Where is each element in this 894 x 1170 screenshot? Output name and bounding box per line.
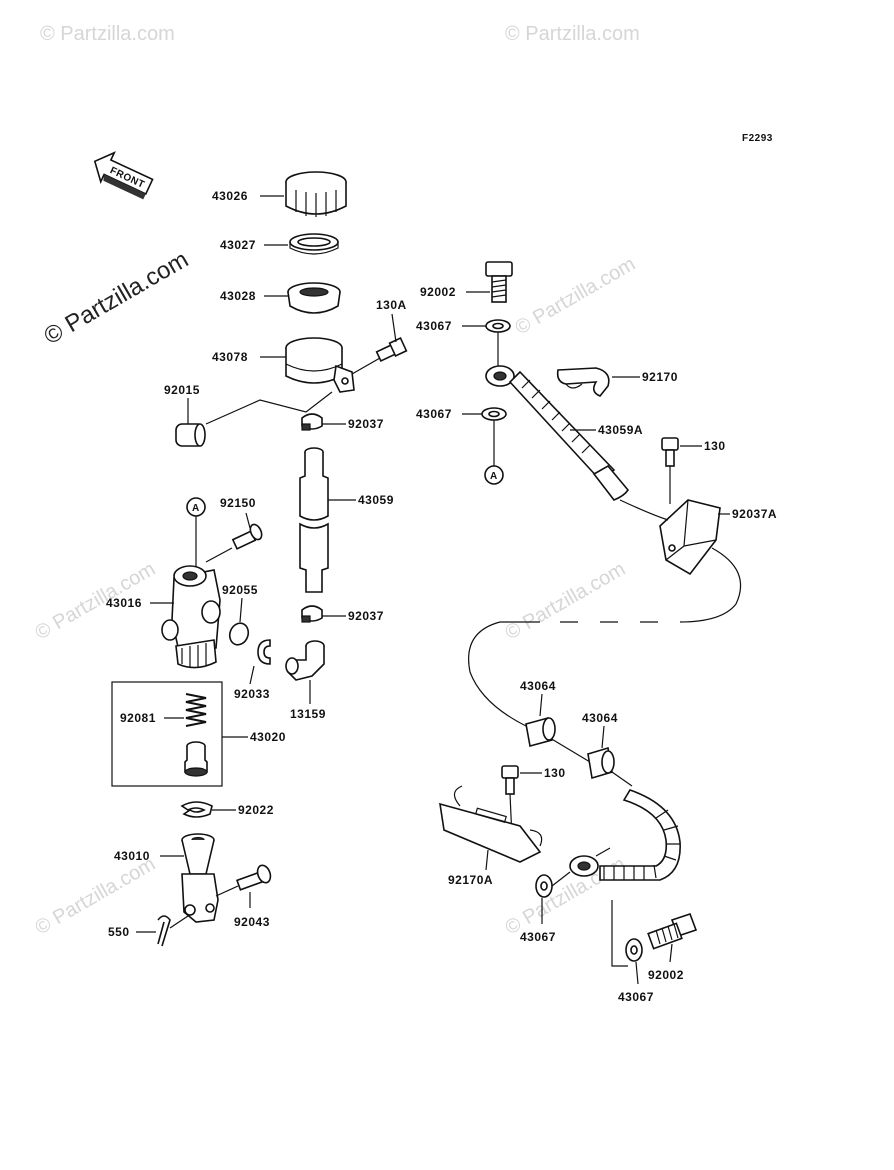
watermark-layer: © Partzilla.com © Partzilla.com © Partzi… — [32, 23, 640, 939]
cylinder-body — [161, 565, 221, 669]
hose-clamp-top — [301, 413, 323, 431]
callout-130a: 130A — [376, 298, 407, 312]
diaphragm — [287, 282, 341, 314]
bracket-92037a — [659, 499, 721, 576]
banjo-hose-43059a — [485, 365, 629, 501]
callout-92037a: 92037A — [732, 507, 777, 521]
bolt-130a — [375, 337, 408, 362]
bolt-130-bottom — [501, 765, 519, 795]
callout-92055: 92055 — [222, 583, 258, 597]
callout-92022: 92022 — [238, 803, 274, 817]
clevis-pin — [235, 864, 272, 891]
front-arrow-icon: FRONT — [93, 151, 154, 200]
spring-92081 — [185, 693, 207, 727]
banjo-bolt-bottom — [647, 912, 698, 950]
hose-clamp-bottom — [301, 605, 323, 623]
reservoir-hose — [299, 447, 329, 593]
circlip-92022 — [180, 801, 213, 818]
callout-92150: 92150 — [220, 496, 256, 510]
callout-43067-a: 43067 — [416, 319, 452, 333]
washer-c — [535, 874, 553, 898]
callout-43020: 43020 — [250, 730, 286, 744]
callout-130-bottom: 130 — [544, 766, 566, 780]
callout-43067-c: 43067 — [520, 930, 556, 944]
grommet-43064-b — [587, 746, 615, 780]
reservoir-body — [285, 337, 355, 393]
callout-13159: 13159 — [290, 707, 326, 721]
routing-line — [611, 771, 633, 787]
callout-43059: 43059 — [358, 493, 394, 507]
reference-a-top-label: A — [490, 471, 498, 482]
bolt-130-top — [661, 437, 679, 467]
watermark-text: © Partzilla.com — [40, 23, 175, 45]
grommet-43064-a — [525, 716, 556, 748]
callout-92081: 92081 — [120, 711, 156, 725]
callout-43026: 43026 — [212, 189, 248, 203]
lower-hose — [569, 789, 681, 881]
callout-43067-b: 43067 — [416, 407, 452, 421]
watermark-text: © Partzilla.com — [32, 853, 160, 939]
piston — [184, 741, 208, 777]
callout-92170a: 92170A — [448, 873, 493, 887]
callout-43064-a: 43064 — [520, 679, 556, 693]
figure-code: F2293 — [742, 133, 773, 144]
callout-92043: 92043 — [234, 915, 270, 929]
push-rod — [181, 833, 219, 923]
watermark-text: © Partzilla.com — [502, 558, 630, 644]
callout-92037-bottom: 92037 — [348, 609, 384, 623]
piston-kit-box — [111, 681, 223, 787]
callout-92002-top: 92002 — [420, 285, 456, 299]
routing-line — [679, 547, 742, 623]
callout-92015: 92015 — [164, 383, 200, 397]
reservoir-cap — [285, 171, 347, 217]
washer-a — [485, 319, 511, 333]
elbow-fitting — [285, 640, 325, 681]
diaphragm-plate — [289, 233, 339, 255]
callout-43078: 43078 — [212, 350, 248, 364]
callout-43064-b: 43064 — [582, 711, 618, 725]
callout-92002-bottom: 92002 — [648, 968, 684, 982]
callout-43016: 43016 — [106, 596, 142, 610]
callout-43010: 43010 — [114, 849, 150, 863]
cotter-pin — [157, 915, 171, 947]
callout-92037-top: 92037 — [348, 417, 384, 431]
callout-43059a: 43059A — [598, 423, 643, 437]
watermark-text: © Partzilla.com — [512, 253, 640, 339]
routing-line — [619, 499, 669, 521]
reference-a-top — [484, 465, 504, 485]
reference-a-left-label: A — [192, 503, 200, 514]
circlip-92033 — [257, 639, 271, 665]
callout-43027: 43027 — [220, 238, 256, 252]
washer-d — [625, 938, 643, 962]
routing-line — [549, 737, 591, 763]
washer-b — [481, 407, 507, 421]
banjo-bolt-top — [485, 261, 513, 303]
callout-130-top: 130 — [704, 439, 726, 453]
hose-clamp-92170 — [556, 367, 610, 397]
bracket-92170a — [439, 785, 543, 863]
callout-92170: 92170 — [642, 370, 678, 384]
callout-43028: 43028 — [220, 289, 256, 303]
o-ring — [228, 622, 250, 646]
routing-line — [595, 847, 628, 967]
screw-92150 — [231, 523, 263, 550]
callout-43067-d: 43067 — [618, 990, 654, 1004]
watermark-main: © Partzilla.com — [40, 246, 194, 350]
callout-92033: 92033 — [234, 687, 270, 701]
routing-line — [468, 621, 527, 727]
watermark-text: © Partzilla.com — [505, 23, 640, 45]
callout-550: 550 — [108, 925, 130, 939]
grommet-92015 — [175, 423, 206, 447]
